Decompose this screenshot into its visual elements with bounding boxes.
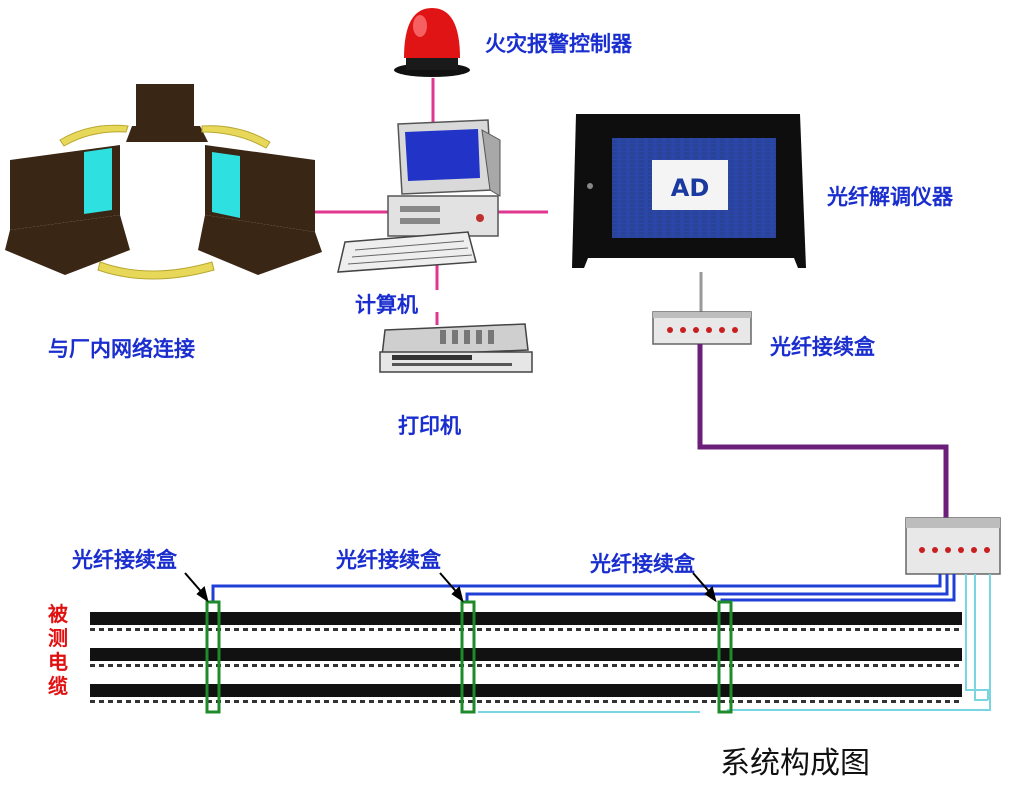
cable-under-test-label: 被测电缆: [48, 602, 68, 698]
blue-fiber-lines: [211, 574, 956, 602]
monitor-top-icon: [126, 84, 208, 142]
splice-box-3-label: 光纤接续盒: [590, 552, 695, 576]
splice-arrows: [184, 572, 717, 603]
cable-3: [90, 684, 962, 703]
computer-label: 计算机: [355, 293, 418, 317]
monitor-left-icon: [5, 145, 130, 275]
printer-label: 打印机: [398, 414, 461, 438]
computer-icon: [337, 119, 501, 273]
fire-alarm-label: 火灾报警控制器: [485, 32, 632, 56]
cables: [90, 612, 962, 703]
sensor-2: [460, 600, 476, 714]
monitor-right-icon: [198, 145, 322, 275]
splice-box-1-label: 光纤接续盒: [72, 548, 177, 572]
cable-2: [90, 648, 962, 667]
splice-box-right-icon: [905, 517, 1001, 575]
svg-text:AD: AD: [671, 174, 710, 202]
cyan-fiber-lines: [478, 574, 991, 713]
splice-box-top-icon: [652, 272, 752, 345]
purple-fiber-line: [697, 344, 949, 518]
diagram-caption: 系统构成图: [720, 746, 870, 781]
network-label: 与厂内网络连接: [48, 337, 195, 361]
demodulator-icon: AD: [572, 114, 806, 268]
splice-box-2-label: 光纤接续盒: [336, 548, 441, 572]
cable-1: [90, 612, 962, 631]
splice-box-top-label: 光纤接续盒: [770, 335, 875, 359]
sensor-sleeves: [205, 600, 733, 714]
printer-icon: [379, 323, 533, 373]
demodulator-label: 光纤解调仪器: [827, 185, 953, 209]
fire-alarm-icon: [394, 8, 470, 77]
network-computers-icon: [5, 84, 322, 280]
network-links: [310, 78, 548, 325]
sensor-3: [717, 600, 733, 714]
sensor-1: [205, 600, 221, 714]
